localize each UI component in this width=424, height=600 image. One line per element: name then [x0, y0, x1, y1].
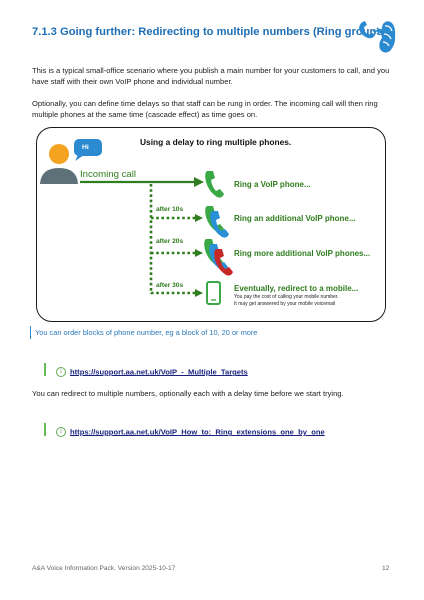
mobile-cost-note: You pay the cost of calling your mobile … — [234, 294, 339, 300]
delay-10s-label: after 10s — [154, 206, 186, 213]
footer-page-number: 12 — [382, 565, 390, 572]
delay-20s-label: after 20s — [154, 238, 186, 245]
number-blocks-note: You can order blocks of phone number, eg… — [30, 326, 405, 339]
step-ring-additional-phone: Ring an additional VoIP phone... — [234, 214, 356, 223]
mobile-phone-icon — [206, 281, 221, 305]
redirect-paragraph: You can redirect to multiple numbers, op… — [32, 389, 344, 398]
phone-hand-logo-icon — [359, 21, 396, 53]
diagram-title: Using a delay to ring multiple phones. — [140, 137, 292, 147]
phone-icon — [205, 171, 224, 198]
person-icon — [40, 144, 78, 184]
mobile-voicemail-note: It may get answered by your mobile voice… — [234, 301, 336, 307]
ring-group-diagram — [36, 127, 386, 322]
incoming-call-label: Incoming call — [80, 169, 136, 180]
link-multiple-targets[interactable]: https://support.aa.net.uk/VoIP_-_Multipl… — [70, 367, 248, 377]
phone-icon — [204, 239, 233, 276]
phone-icon — [205, 206, 229, 238]
step-ring-voip-phone: Ring a VoIP phone... — [234, 180, 311, 189]
page-heading: 7.1.3 Going further: Redirecting to mult… — [32, 26, 387, 38]
speech-bubble-icon — [74, 139, 102, 161]
step-ring-more-phones: Ring more additional VoIP phones... — [234, 249, 371, 258]
diagram-graphics — [40, 139, 233, 305]
link-ring-extensions[interactable]: https://support.aa.net.uk/VoIP_How_to:_R… — [70, 427, 325, 437]
footer-document-info: A&A Voice Information Pack. Version 2025… — [32, 565, 176, 572]
info-icon: i — [56, 366, 66, 377]
link-row-multiple-targets: i https://support.aa.net.uk/VoIP_-_Multip… — [44, 363, 248, 377]
delay-30s-label: after 30s — [154, 282, 186, 289]
delay-paragraph: Optionally, you can define time delays s… — [32, 99, 378, 119]
step-redirect-mobile: Eventually, redirect to a mobile... — [234, 284, 359, 293]
intro-paragraph: This is a typical small-office scenario … — [32, 66, 390, 86]
info-icon: i — [56, 426, 66, 437]
link-row-ring-extensions: i https://support.aa.net.uk/VoIP_How_to:_… — [44, 423, 325, 437]
speech-bubble-text: Hi — [82, 144, 89, 151]
